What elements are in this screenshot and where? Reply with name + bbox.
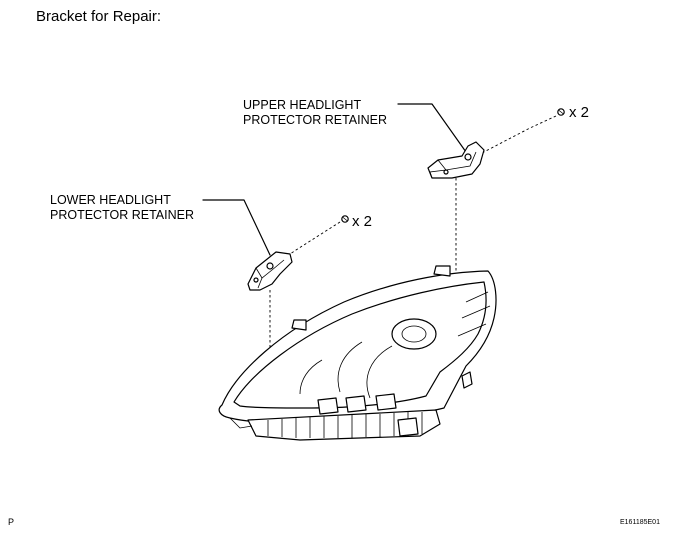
lower-retainer-label-line1: LOWER HEADLIGHT: [50, 193, 171, 207]
bracket-icon: [427, 141, 485, 179]
upper-leader-line: [397, 103, 467, 153]
screw-icon: [341, 215, 349, 223]
screw-icon: [557, 108, 565, 116]
bracket-icon: [247, 251, 293, 291]
figure-code: E161185E01: [620, 519, 660, 526]
upper-retainer-label: UPPER HEADLIGHT PROTECTOR RETAINER: [243, 98, 387, 128]
lower-retainer-label: LOWER HEADLIGHT PROTECTOR RETAINER: [50, 193, 194, 223]
view-code: P: [8, 517, 15, 527]
diagram-title: Bracket for Repair:: [36, 8, 162, 25]
lower-leader-line: [202, 199, 271, 256]
upper-retainer-label-line2: PROTECTOR RETAINER: [243, 113, 387, 127]
upper-screw-path: [481, 115, 557, 154]
lower-retainer-label-line2: PROTECTOR RETAINER: [50, 208, 194, 222]
lower-screw-path: [283, 221, 341, 259]
headlight-assembly-icon: [218, 265, 497, 441]
upper-screw-quantity: x 2: [569, 104, 590, 121]
lower-screw-quantity: x 2: [352, 213, 373, 230]
upper-retainer-label-line1: UPPER HEADLIGHT: [243, 98, 362, 112]
